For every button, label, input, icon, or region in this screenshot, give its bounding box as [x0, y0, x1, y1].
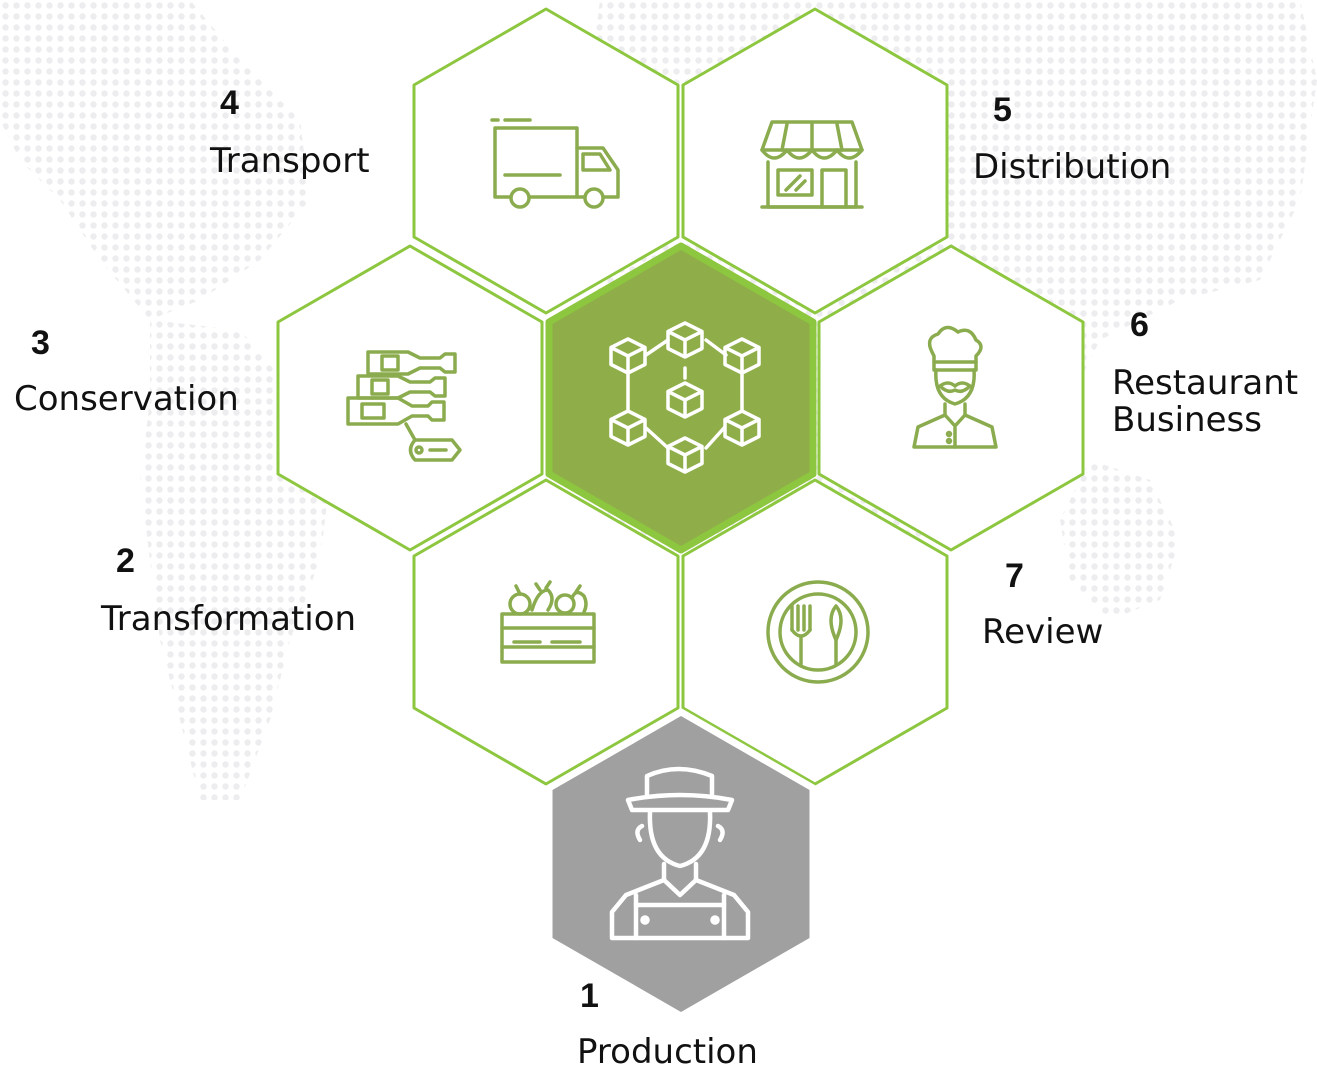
stage-7-number: 7: [1005, 557, 1024, 595]
hex-transformation: [412, 478, 680, 786]
stage-2-label: Transformation: [101, 599, 357, 639]
plate-cutlery-icon: [766, 580, 870, 684]
hex-review: [681, 478, 949, 786]
bottles-tag-icon: [346, 350, 462, 462]
hex-conservation: [276, 244, 544, 552]
stage-6-label: Restaurant Business: [1112, 363, 1299, 440]
stage-7-label: Review: [982, 612, 1104, 652]
stage-5-number: 5: [993, 91, 1012, 129]
produce-crate-icon: [500, 580, 596, 664]
stage-3-label: Conservation: [14, 379, 239, 419]
stage-1-number: 1: [580, 977, 599, 1015]
chef-icon: [912, 325, 998, 449]
stage-2-number: 2: [116, 542, 135, 580]
farmer-icon: [609, 766, 751, 941]
cube-node: [609, 409, 647, 447]
hex-restaurant: [817, 244, 1085, 552]
stage-6-number: 6: [1130, 306, 1149, 344]
blockchain-network-icon: [609, 321, 761, 474]
truck-icon: [490, 118, 620, 209]
stage-1-label: Production: [577, 1032, 758, 1072]
hex-distribution: [681, 7, 949, 315]
cube-node: [666, 381, 704, 419]
stage-4-label: Transport: [210, 141, 370, 181]
storefront-icon: [760, 120, 864, 209]
cube-node: [723, 409, 761, 447]
stage-3-number: 3: [31, 324, 50, 362]
stage-5-label: Distribution: [973, 147, 1172, 187]
stage-4-number: 4: [220, 84, 239, 122]
hex-transport: [412, 7, 680, 315]
cube-node: [666, 321, 704, 359]
